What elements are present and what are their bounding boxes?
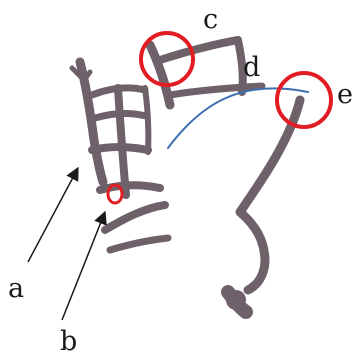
label-c: c	[203, 4, 218, 35]
brush-stroke-bottom	[110, 238, 168, 250]
label-a: a	[8, 273, 24, 304]
calligraphy-character	[72, 40, 300, 312]
brush-stroke-tail-blob	[226, 290, 246, 310]
brush-stroke-lower-diagonal	[105, 205, 165, 230]
label-d: d	[243, 52, 260, 83]
pointer-arrow-a	[28, 168, 78, 262]
brush-stroke-right-long	[240, 100, 300, 290]
label-e: e	[337, 79, 353, 110]
brush-stroke-top-horizontal	[160, 40, 238, 60]
brush-stroke-box-right	[145, 88, 148, 152]
label-b: b	[60, 326, 77, 355]
brush-stroke-inner-vertical	[118, 88, 126, 195]
pointer-arrow-b	[62, 212, 105, 320]
